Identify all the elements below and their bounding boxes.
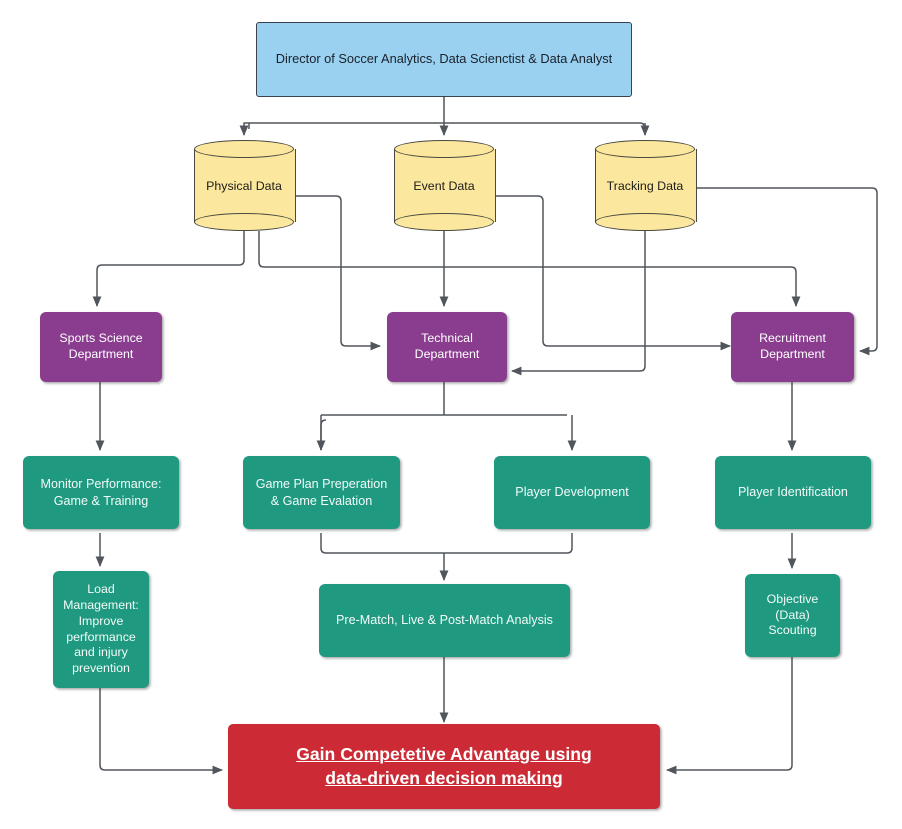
cylinder-top [394, 140, 494, 158]
edge-physical-recruitment [258, 231, 801, 308]
cylinder-bottom [394, 213, 494, 231]
label-line-1: Recruitment [759, 331, 826, 346]
cylinder-bottom [194, 213, 294, 231]
node-player-development-label: Player Development [515, 485, 629, 500]
cylinder-bottom [595, 213, 695, 231]
node-load-management[interactable]: Load Management: Improve performance and… [53, 571, 149, 688]
edge-event-recruitment [494, 195, 732, 351]
label-line-2: Department [760, 347, 825, 361]
node-player-identification-label: Player Identification [738, 485, 848, 500]
node-technical-label: Technical Department [387, 331, 507, 363]
node-monitor-performance-label: Monitor Performance: Game & Training [23, 476, 179, 508]
node-recruitment-department[interactable]: Recruitment Department [731, 312, 854, 382]
node-physical-data[interactable]: Physical Data [194, 140, 296, 231]
label-line-2: Department [414, 347, 480, 361]
node-player-identification[interactable]: Player Identification [715, 456, 871, 529]
node-load-management-label: Load Management: Improve performance and… [63, 581, 139, 676]
cylinder-top [194, 140, 294, 158]
label-line-1: Monitor Performance: [40, 477, 162, 492]
label-line-2: Department [68, 347, 134, 361]
node-director[interactable]: Director of Soccer Analytics, Data Scien… [256, 22, 632, 97]
node-match-analysis[interactable]: Pre-Match, Live & Post-Match Analysis [319, 584, 570, 657]
node-tracking-data[interactable]: Tracking Data [595, 140, 697, 231]
edge-physical-sportsscience [92, 231, 245, 308]
node-match-analysis-label: Pre-Match, Live & Post-Match Analysis [336, 613, 553, 628]
edge-tracking-recruitment [695, 187, 878, 356]
label-line-1: Technical [421, 331, 473, 346]
node-event-data-label: Event Data [413, 178, 475, 193]
edge-gameplan-playerdev-merge [320, 533, 573, 554]
edge-tracking-technical [510, 231, 646, 376]
label-line-2: & Game Evalation [270, 493, 373, 508]
node-recruitment-label: Recruitment Department [731, 331, 854, 363]
node-goal-label: Gain Competetive Advantage using data-dr… [228, 743, 660, 791]
node-monitor-performance[interactable]: Monitor Performance: Game & Training [23, 456, 179, 529]
edge-physical-technical [294, 195, 382, 351]
node-game-plan-preparation[interactable]: Game Plan Preperation & Game Evalation [243, 456, 400, 529]
node-technical-department[interactable]: Technical Department [387, 312, 507, 382]
node-game-plan-label: Game Plan Preperation & Game Evalation [243, 476, 400, 508]
cylinder-body [194, 149, 296, 222]
node-tracking-data-label: Tracking Data [606, 178, 684, 193]
node-objective-scouting-label: Objective (Data) Scouting [766, 591, 819, 638]
node-director-label: Director of Soccer Analytics, Data Scien… [275, 51, 613, 67]
node-physical-data-label: Physical Data [206, 178, 282, 193]
cylinder-body [595, 149, 697, 222]
node-sports-science-department[interactable]: Sports Science Department [40, 312, 162, 382]
label-line-2: data-driven decision making [325, 767, 563, 788]
edge-scouting-goal [665, 657, 793, 775]
node-player-development[interactable]: Player Development [494, 456, 650, 529]
node-sports-science-label: Sports Science Department [40, 331, 162, 363]
edge-load-goal [99, 688, 224, 775]
label-line-1: Game Plan Preperation [255, 477, 388, 492]
label-line-1: Sports Science [59, 331, 143, 346]
cylinder-top [595, 140, 695, 158]
node-objective-scouting[interactable]: Objective (Data) Scouting [745, 574, 840, 657]
node-goal[interactable]: Gain Competetive Advantage using data-dr… [228, 724, 660, 809]
label-line-1: Gain Competetive Advantage using [296, 743, 592, 764]
label-line-2: Game & Training [53, 493, 149, 508]
node-event-data[interactable]: Event Data [394, 140, 496, 231]
cylinder-body [394, 149, 496, 222]
